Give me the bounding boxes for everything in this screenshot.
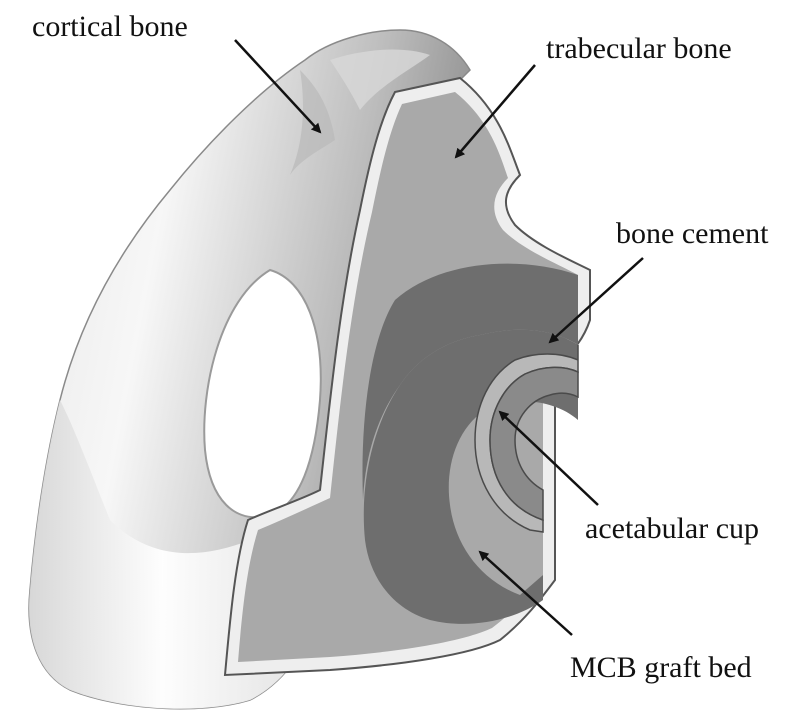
trabecular-bone-label: trabecular bone: [546, 32, 732, 65]
acetabular-cup-label: acetabular cup: [585, 512, 759, 545]
cortical-bone-label: cortical bone: [32, 10, 188, 43]
mcb-graft-bed-label: MCB graft bed: [570, 651, 752, 684]
bone-cement-label: bone cement: [616, 217, 769, 250]
